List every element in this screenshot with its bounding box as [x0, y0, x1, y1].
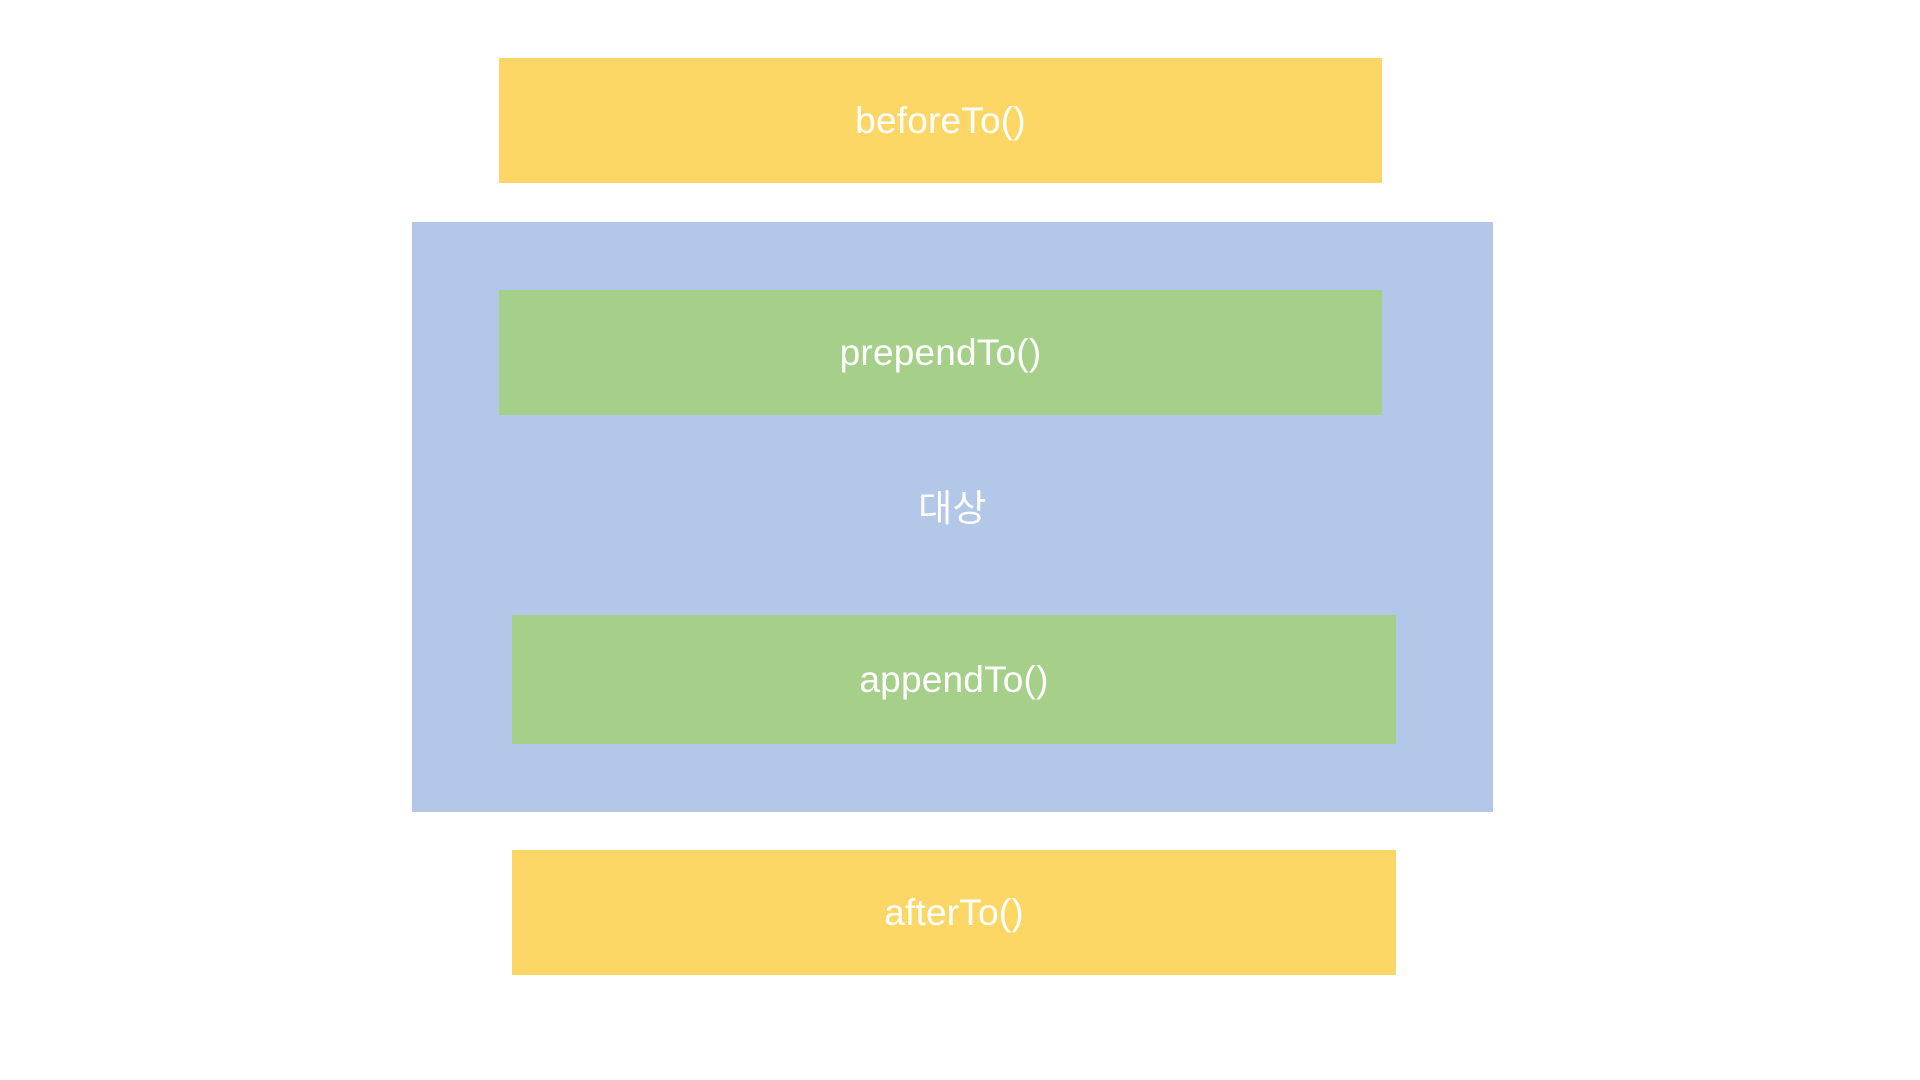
block-append-to-label: appendTo() — [859, 659, 1049, 700]
block-prepend-to: prependTo() — [499, 290, 1382, 415]
block-target-caption: 대상 — [412, 490, 1493, 527]
block-prepend-to-label: prependTo() — [839, 332, 1042, 373]
block-target-label: 대상 — [918, 488, 987, 529]
block-after-to: afterTo() — [512, 850, 1396, 975]
block-after-to-label: afterTo() — [884, 892, 1024, 933]
block-target-container: prependTo() 대상 appendTo() — [412, 222, 1493, 812]
block-append-to: appendTo() — [512, 615, 1396, 744]
block-before-to-label: beforeTo() — [855, 100, 1026, 141]
block-before-to: beforeTo() — [499, 58, 1382, 183]
